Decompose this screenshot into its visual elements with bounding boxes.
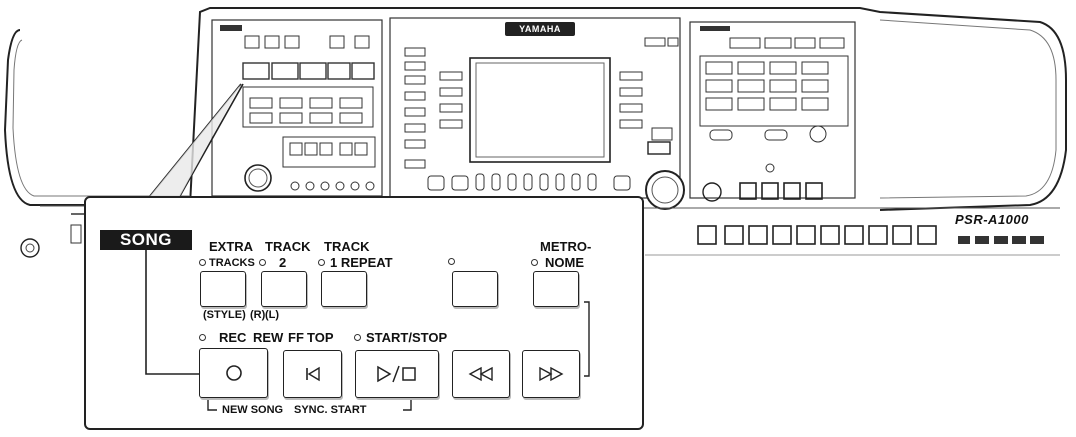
track1-repeat-label-line1: TRACK: [324, 239, 370, 254]
rec-button[interactable]: [199, 348, 268, 398]
extra-tracks-label-line2: TRACKS: [209, 257, 255, 269]
blank-button[interactable]: [452, 271, 498, 307]
blank-button-led: [448, 258, 455, 265]
ff-button[interactable]: [522, 350, 580, 398]
new-song-bracket: [207, 400, 412, 411]
brand-logo: YAMAHA: [505, 22, 575, 36]
panel-edge-tick: [584, 301, 590, 377]
model-logo: PSR-A1000: [955, 212, 1029, 227]
style-sub-label: (STYLE): [203, 309, 246, 321]
rew-button[interactable]: [452, 350, 510, 398]
song-section-title: SONG: [100, 230, 192, 250]
track1-repeat-button[interactable]: [321, 271, 367, 307]
start-stop-label: START/STOP: [366, 330, 448, 345]
skip-to-start-icon: [305, 366, 320, 382]
metronome-button[interactable]: [533, 271, 579, 307]
extra-tracks-led: [199, 259, 206, 266]
ff-label: FF: [288, 330, 304, 345]
sync-start-label: SYNC. START: [294, 404, 367, 416]
start-stop-button[interactable]: [355, 350, 439, 398]
track2-led: [259, 259, 266, 266]
r-sub-label: (R): [250, 309, 266, 321]
rec-led: [199, 334, 206, 341]
record-circle-icon: [225, 365, 242, 381]
extra-tracks-button[interactable]: [200, 271, 246, 307]
start-stop-led: [354, 334, 361, 341]
metronome-label-line2: NOME: [545, 255, 584, 270]
top-button[interactable]: [283, 350, 342, 398]
song-bracket-line: [145, 250, 204, 375]
new-song-label: NEW SONG: [222, 404, 284, 416]
track1-repeat-led: [318, 259, 325, 266]
fast-forward-icon: [539, 366, 564, 382]
metronome-label-line1: METRO-: [540, 239, 592, 254]
metronome-led: [531, 259, 538, 266]
rew-label: REW: [253, 330, 284, 345]
track1-repeat-label-line2: 1 REPEAT: [330, 255, 393, 270]
track2-label-line1: TRACK: [265, 239, 311, 254]
rewind-icon: [468, 366, 493, 382]
play-stop-icon: [377, 365, 416, 383]
extra-tracks-label-line1: EXTRA: [209, 239, 254, 254]
track2-button[interactable]: [261, 271, 307, 307]
rec-label: REC: [219, 330, 247, 345]
track2-label-line2: 2: [279, 255, 287, 270]
top-label: TOP: [307, 330, 334, 345]
l-sub-label: (L): [265, 309, 280, 321]
